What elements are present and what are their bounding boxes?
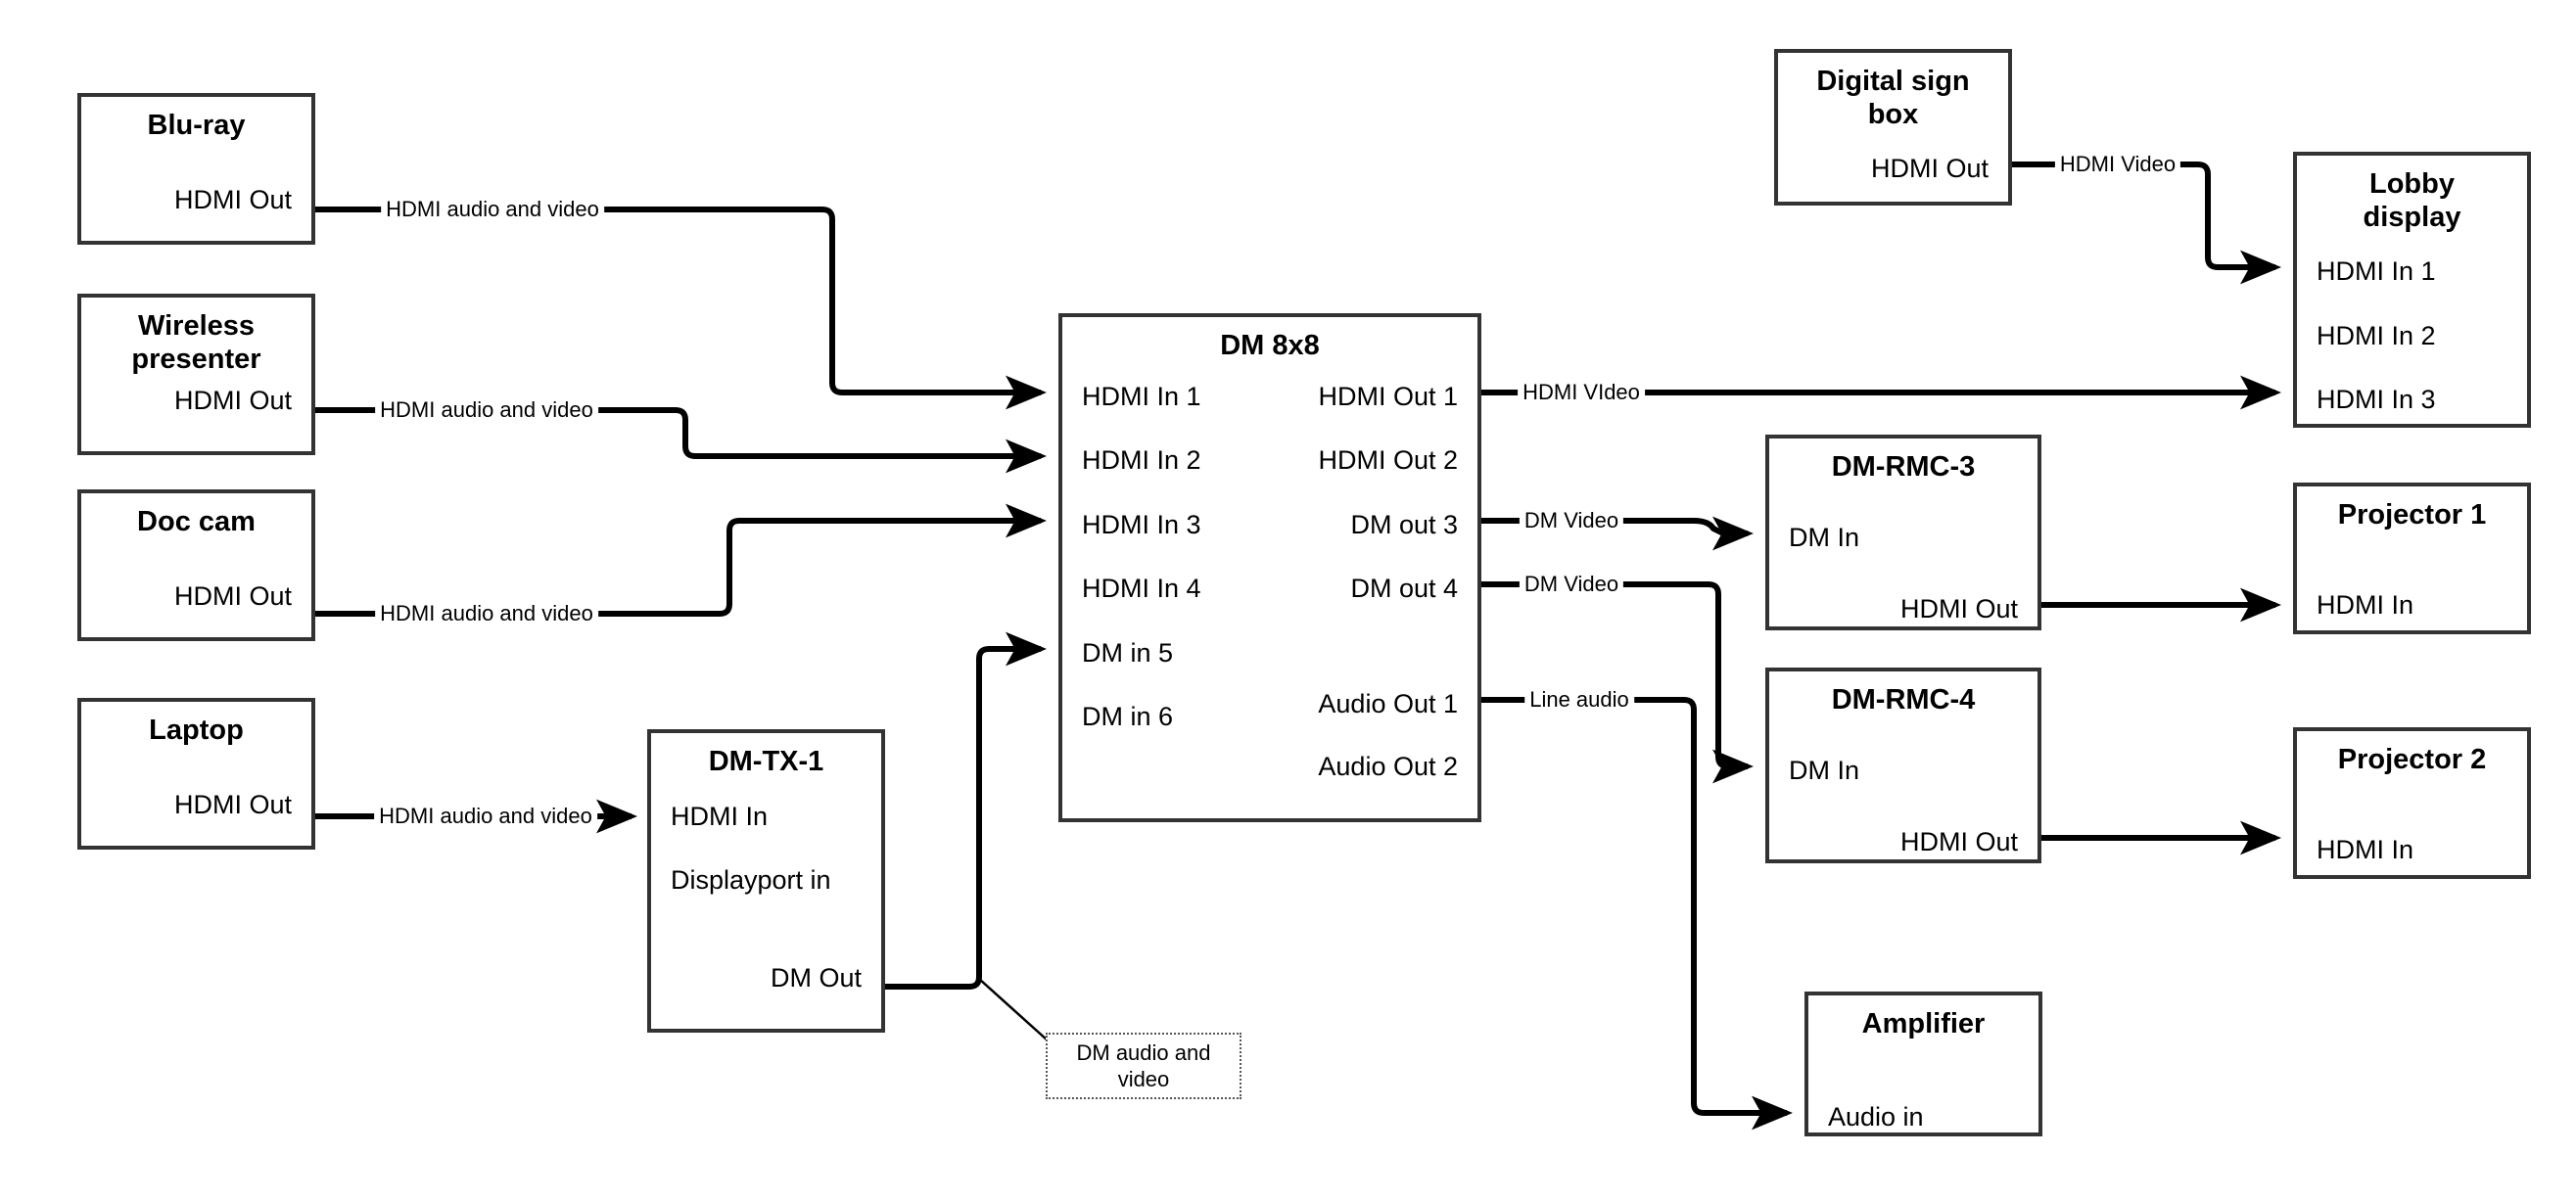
node-title-amplifier: Amplifier [1861,1008,1986,1039]
port-wireless-hdmi-out[interactable]: HDMI Out [173,386,292,415]
port-bluray-hdmi-out[interactable]: HDMI Out [173,185,292,214]
port-digitalsign-hdmi-out[interactable]: HDMI Out [1870,154,1989,183]
connection-sign-to-lobby1 [2012,162,2281,285]
edge-label-doccam-to-in3: HDMI audio and video [375,602,598,625]
port-dm8x8-dm-in-6[interactable]: DM in 6 [1082,702,1174,731]
edge-label-out1-to-lobby3: HDMI VIdeo [1518,381,1645,404]
connection-out4-to-rmc4 [1481,581,1754,784]
port-rmc3-hdmi-out[interactable]: HDMI Out [1899,594,2018,624]
edge-label-wireless-to-in2: HDMI audio and video [375,398,598,422]
connection-tx1-to-in5 [885,631,1047,990]
port-dm8x8-hdmi-in-2[interactable]: HDMI In 2 [1082,445,1201,475]
port-dmtx1-hdmi-in[interactable]: HDMI In [671,802,769,831]
port-dm8x8-dm-in-5[interactable]: DM in 5 [1082,638,1174,668]
node-proj2[interactable]: Projector 2 HDMI In [2293,727,2531,879]
connection-bluray-to-in1 [315,207,1047,410]
node-title-wireless: Wireless presenter [131,310,261,376]
node-title-lobby: Lobby display [2363,168,2461,234]
connection-audio1-to-amp [1481,697,1793,1131]
port-dm8x8-hdmi-out-1[interactable]: HDMI Out 1 [1318,382,1458,411]
port-dm8x8-hdmi-in-1[interactable]: HDMI In 1 [1082,382,1201,411]
port-dm8x8-dm-out-3[interactable]: DM out 3 [1350,510,1458,539]
edge-label-bluray-to-in1: HDMI audio and video [381,198,604,221]
node-title-digitalsign: Digital sign box [1816,66,1970,131]
port-laptop-hdmi-out[interactable]: HDMI Out [173,790,292,819]
port-dm8x8-audio-out-2[interactable]: Audio Out 2 [1318,752,1458,781]
node-title-laptop: Laptop [149,715,244,746]
callout-dm-audio-and-video: DM audio and video [1046,1033,1241,1099]
port-dm8x8-hdmi-out-2[interactable]: HDMI Out 2 [1318,445,1458,475]
callout-leader-line [978,978,1049,1041]
port-dm8x8-hdmi-in-4[interactable]: HDMI In 4 [1082,574,1201,603]
node-title-dmtx1: DM-TX-1 [708,746,824,777]
port-proj2-hdmi-in[interactable]: HDMI In [2317,835,2414,864]
port-rmc4-hdmi-out[interactable]: HDMI Out [1899,827,2018,856]
edge-label-out4-to-rmc4: DM Video [1519,573,1624,596]
port-lobby-hdmi-in-3[interactable]: HDMI In 3 [2317,385,2436,414]
edge-label-laptop-to-tx1: HDMI audio and video [374,805,597,828]
port-doccam-hdmi-out[interactable]: HDMI Out [173,581,292,611]
edge-label-audio1-to-amp: Line audio [1524,688,1634,712]
port-proj1-hdmi-in[interactable]: HDMI In [2317,590,2414,620]
port-dm8x8-hdmi-in-3[interactable]: HDMI In 3 [1082,510,1201,539]
port-lobby-hdmi-in-1[interactable]: HDMI In 1 [2317,256,2436,286]
port-rmc3-dm-in[interactable]: DM In [1789,523,1860,552]
edge-label-sign-to-lobby1: HDMI Video [2054,153,2181,176]
port-dm8x8-dm-out-4[interactable]: DM out 4 [1350,574,1458,603]
node-rmc4[interactable]: DM-RMC-4 DM In HDMI Out [1765,668,2041,863]
node-title-bluray: Blu-ray [147,110,246,141]
node-title-proj2: Projector 2 [2337,744,2487,775]
edge-label-out3-to-rmc3: DM Video [1519,509,1624,532]
node-title-proj1: Projector 1 [2337,499,2487,531]
node-rmc3[interactable]: DM-RMC-3 DM In HDMI Out [1765,435,2041,630]
node-title-doccam: Doc cam [137,506,256,537]
port-dmtx1-displayport-in[interactable]: Displayport in [671,865,831,895]
port-dmtx1-dm-out[interactable]: DM Out [770,963,862,993]
node-title-rmc3: DM-RMC-3 [1831,451,1976,483]
port-rmc4-dm-in[interactable]: DM In [1789,756,1860,785]
node-title-dm8x8: DM 8x8 [1220,330,1320,361]
port-amplifier-audio-in[interactable]: Audio in [1828,1102,1924,1132]
node-title-rmc4: DM-RMC-4 [1831,684,1976,716]
node-proj1[interactable]: Projector 1 HDMI In [2293,483,2531,634]
connection-doccam-to-in3 [315,503,1047,617]
port-dm8x8-audio-out-1[interactable]: Audio Out 1 [1318,689,1458,718]
port-lobby-hdmi-in-2[interactable]: HDMI In 2 [2317,321,2436,350]
